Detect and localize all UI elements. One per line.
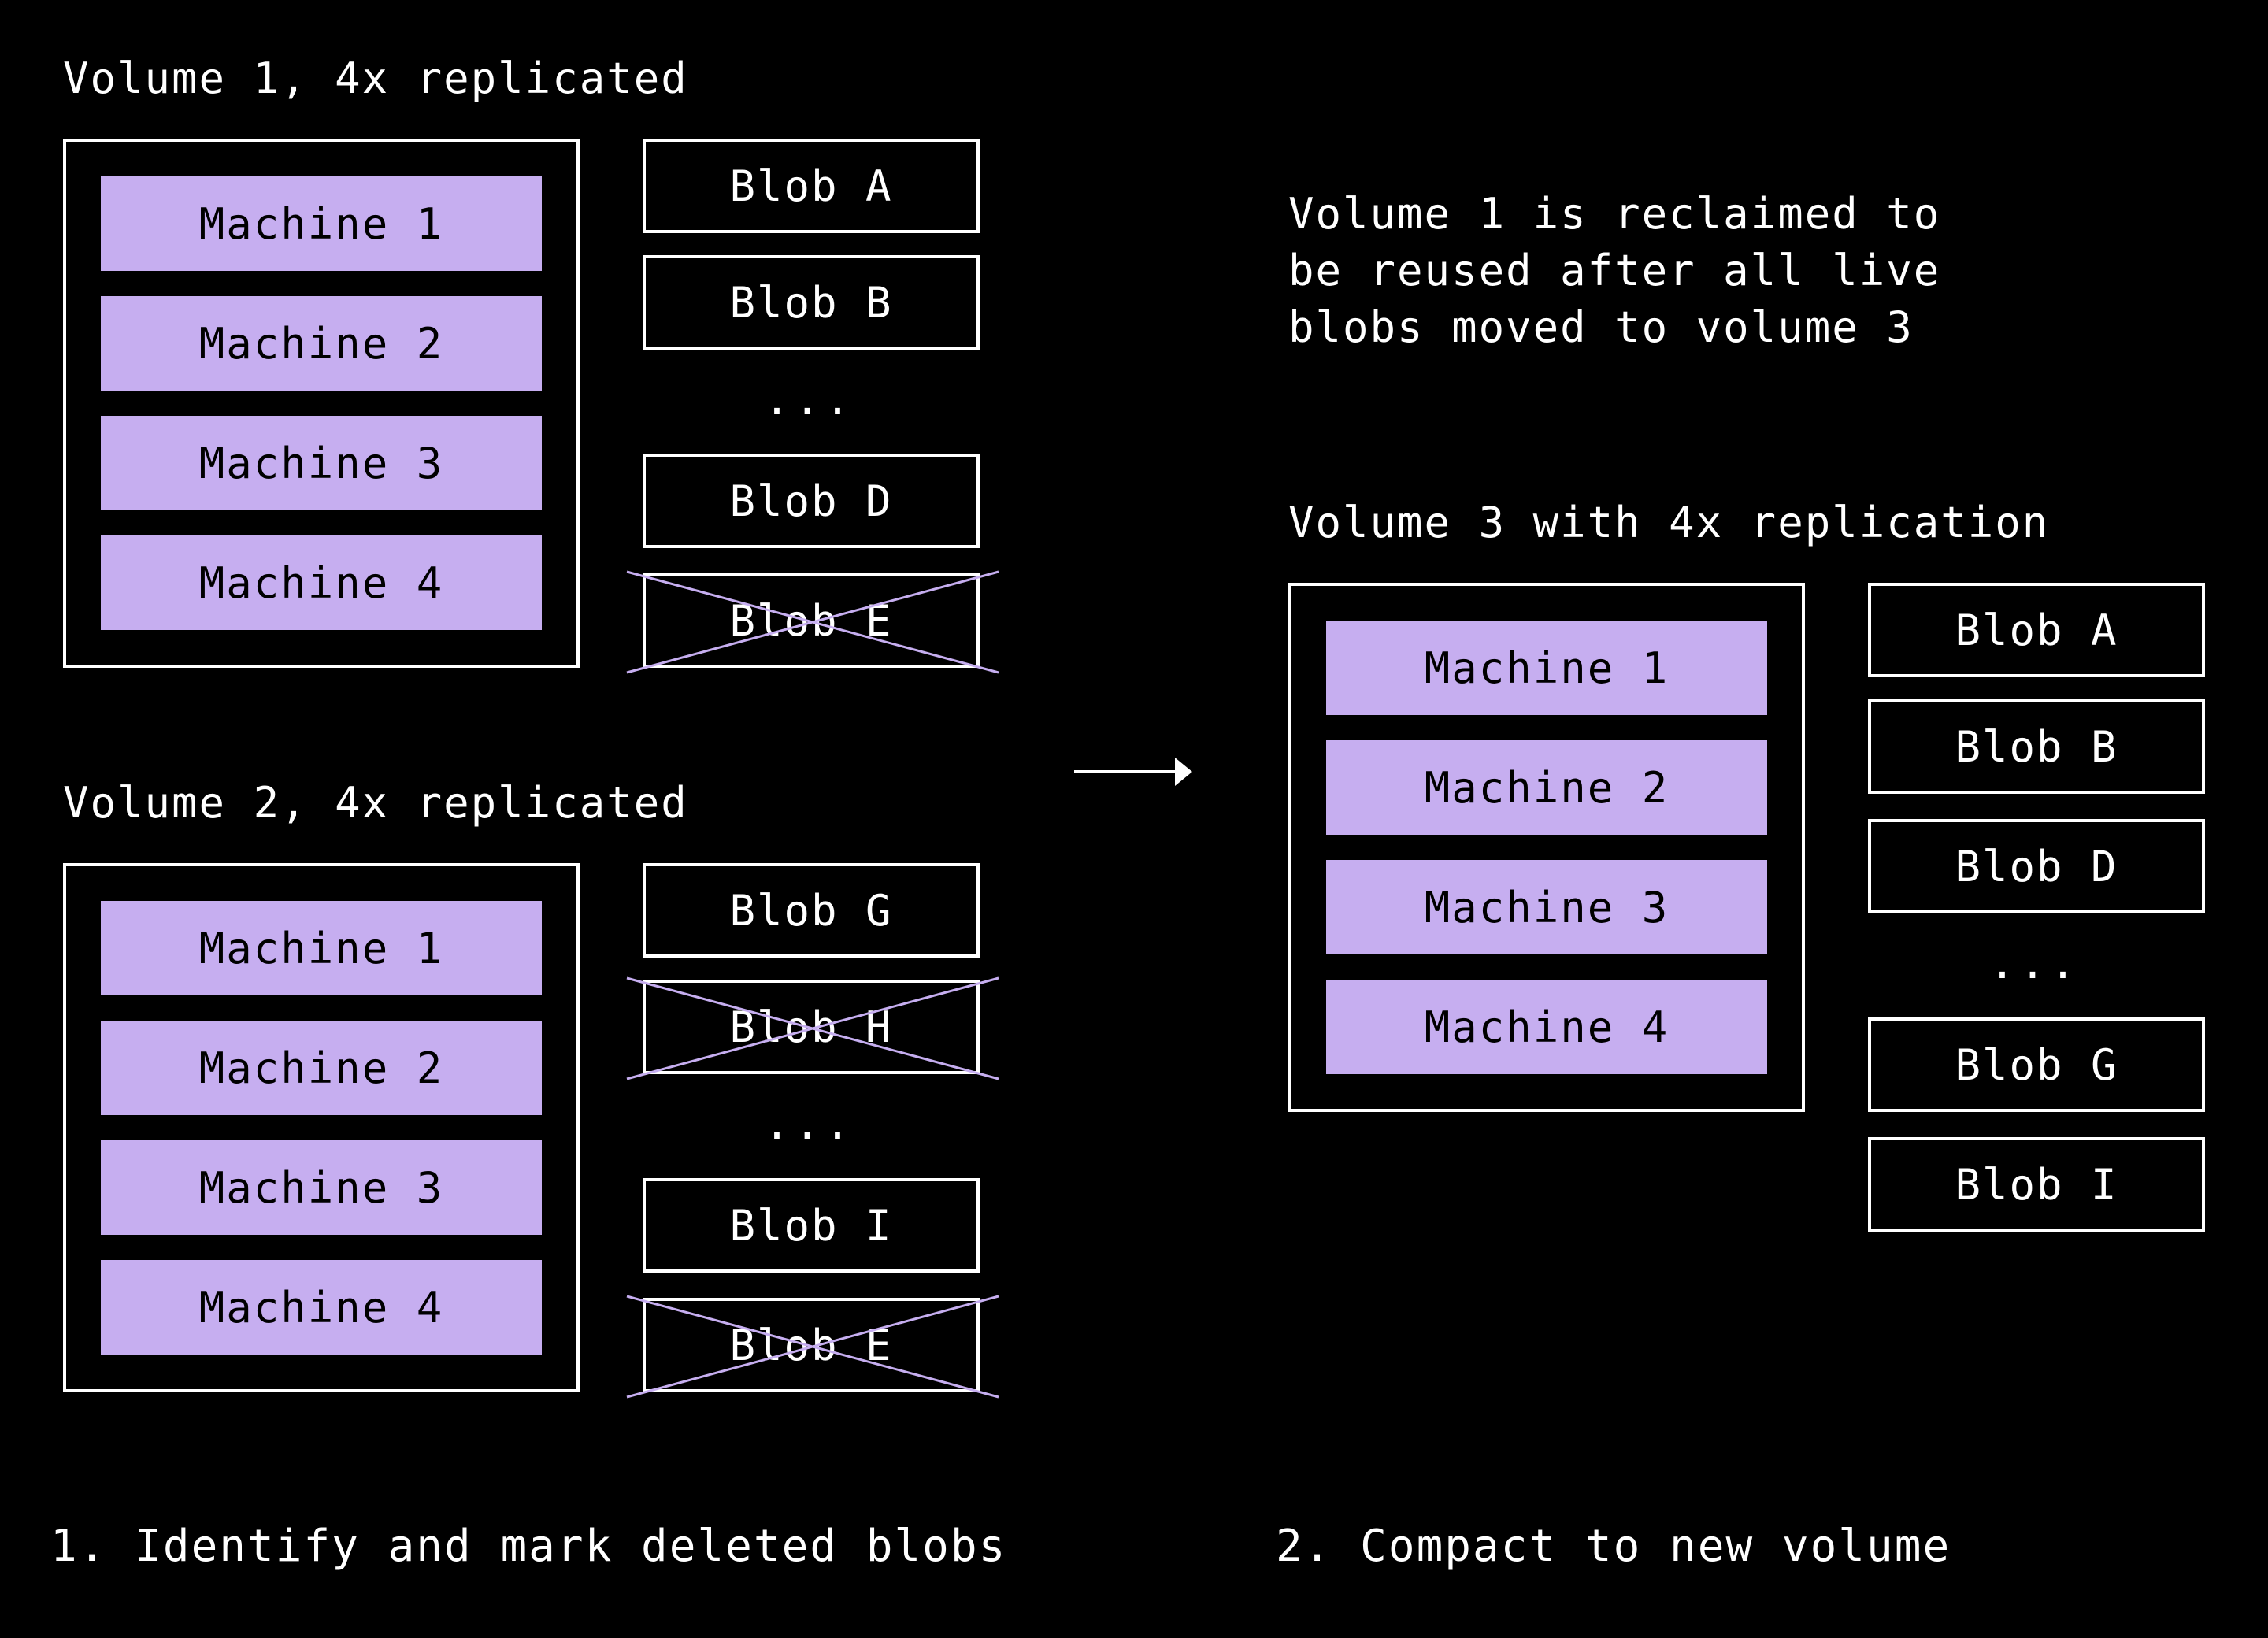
volume1-title: Volume 1, 4x replicated	[63, 54, 688, 103]
volume3-machine-3: Machine 3	[1326, 860, 1767, 954]
strikethrough-cross-icon	[626, 976, 999, 1080]
volume3-box: Machine 1 Machine 2 Machine 3 Machine 4	[1288, 583, 1805, 1112]
right-arrow-icon	[1074, 758, 1192, 786]
volume3-blob-g: Blob G	[1868, 1017, 2205, 1112]
strikethrough-cross-icon	[626, 570, 999, 674]
volume2-machine-4: Machine 4	[101, 1260, 542, 1354]
volume2-machine-2: Machine 2	[101, 1021, 542, 1115]
reclaim-note: Volume 1 is reclaimed to be reused after…	[1288, 189, 1941, 352]
volume2-machine-1: Machine 1	[101, 901, 542, 995]
volume1-blob-b: Blob B	[643, 255, 980, 350]
volume3-title: Volume 3 with 4x replication	[1288, 498, 2050, 547]
volume1-blob-ellipsis: ...	[764, 375, 855, 424]
volume3-blob-a: Blob A	[1868, 583, 2205, 677]
strikethrough-cross-icon	[626, 1295, 999, 1399]
volume3-machine-1: Machine 1	[1326, 621, 1767, 715]
volume1-blob-a: Blob A	[643, 139, 980, 233]
volume1-machine-1: Machine 1	[101, 176, 542, 271]
volume1-blob-e-deleted: Blob E	[626, 570, 999, 674]
volume3-blob-ellipsis: ...	[1989, 939, 2081, 988]
volume2-blob-i: Blob I	[643, 1178, 980, 1273]
step-2-text: Compact to new volume	[1360, 1521, 1951, 1572]
volume1-blob-d: Blob D	[643, 454, 980, 548]
volume3-blob-b: Blob B	[1868, 699, 2205, 794]
volume2-box: Machine 1 Machine 2 Machine 3 Machine 4	[63, 863, 580, 1392]
volume3-machine-4: Machine 4	[1326, 980, 1767, 1074]
volume3-blob-i: Blob I	[1868, 1137, 2205, 1232]
step-2-caption: 2. Compact to new volume	[1276, 1518, 1951, 1575]
volume2-blob-g: Blob G	[643, 863, 980, 958]
step-1-text: Identify and mark deleted blobs	[135, 1521, 1007, 1572]
step-2-number: 2.	[1276, 1521, 1332, 1572]
volume1-machine-4: Machine 4	[101, 536, 542, 630]
volume1-box: Machine 1 Machine 2 Machine 3 Machine 4	[63, 139, 580, 668]
step-1-number: 1.	[50, 1521, 107, 1572]
volume2-machine-3: Machine 3	[101, 1140, 542, 1235]
step-1-caption: 1. Identify and mark deleted blobs	[50, 1518, 1006, 1575]
volume2-title: Volume 2, 4x replicated	[63, 778, 688, 828]
volume3-blob-d: Blob D	[1868, 819, 2205, 914]
volume3-machine-2: Machine 2	[1326, 740, 1767, 835]
volume1-machine-2: Machine 2	[101, 296, 542, 391]
volume2-blob-e-deleted: Blob E	[626, 1295, 999, 1399]
volume2-blob-h-deleted: Blob H	[626, 976, 999, 1080]
volume1-machine-3: Machine 3	[101, 416, 542, 510]
volume2-blob-ellipsis: ...	[764, 1099, 855, 1149]
